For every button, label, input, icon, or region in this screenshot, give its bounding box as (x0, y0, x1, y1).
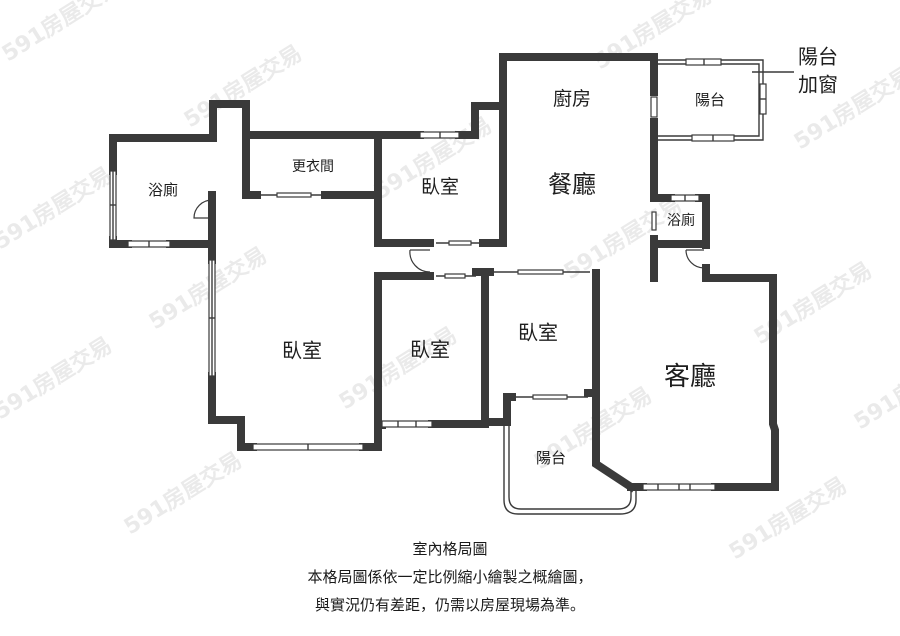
caption-disclaimer-line-2: 與實況仍有差距，仍需以房屋現場為準。 (314, 596, 585, 614)
watermark: 591房屋交易 (0, 0, 125, 67)
room-label-dining-room: 餐廳 (548, 171, 596, 199)
annotation-line-2: 加窗 (798, 73, 838, 97)
balconies (503, 58, 767, 515)
watermark: 591房屋交易 (849, 342, 900, 435)
watermark: 591房屋交易 (0, 332, 117, 425)
watermark: 591房屋交易 (0, 162, 117, 255)
room-label-bedroom-middle: 臥室 (410, 338, 450, 362)
caption-disclaimer-line-1: 本格局圖係依一定比例縮小繪製之概繪圖， (307, 568, 593, 586)
room-label-living-room: 客廳 (664, 362, 716, 392)
windows (109, 96, 716, 491)
room-label-master-bedroom: 臥室 (282, 339, 322, 363)
watermark: 591房屋交易 (334, 322, 461, 415)
walls (109, 53, 779, 493)
room-label-bedroom-right: 臥室 (518, 321, 558, 345)
watermark: 591房屋交易 (559, 192, 686, 285)
room-label-bedroom-top: 臥室 (421, 176, 459, 198)
annotation-line-1: 陽台 (798, 45, 838, 69)
caption-title: 室內格局圖 (412, 540, 488, 558)
watermark: 591房屋交易 (749, 257, 876, 350)
room-label-balcony-bottom: 陽台 (536, 449, 566, 467)
room-label-bathroom-2: 浴廁 (667, 212, 695, 229)
room-label-balcony-top: 陽台 (695, 91, 725, 109)
room-label-kitchen: 廚房 (553, 87, 591, 110)
room-label-bathroom-1: 浴廁 (148, 181, 178, 199)
room-labels: 浴廁 更衣間 臥室 廚房 餐廳 陽台 浴廁 臥室 臥室 臥室 客廳 陽台 陽台 … (148, 45, 838, 468)
watermark: 591房屋交易 (119, 447, 246, 540)
doors (193, 199, 705, 273)
room-label-walk-in-closet: 更衣間 (292, 159, 334, 175)
